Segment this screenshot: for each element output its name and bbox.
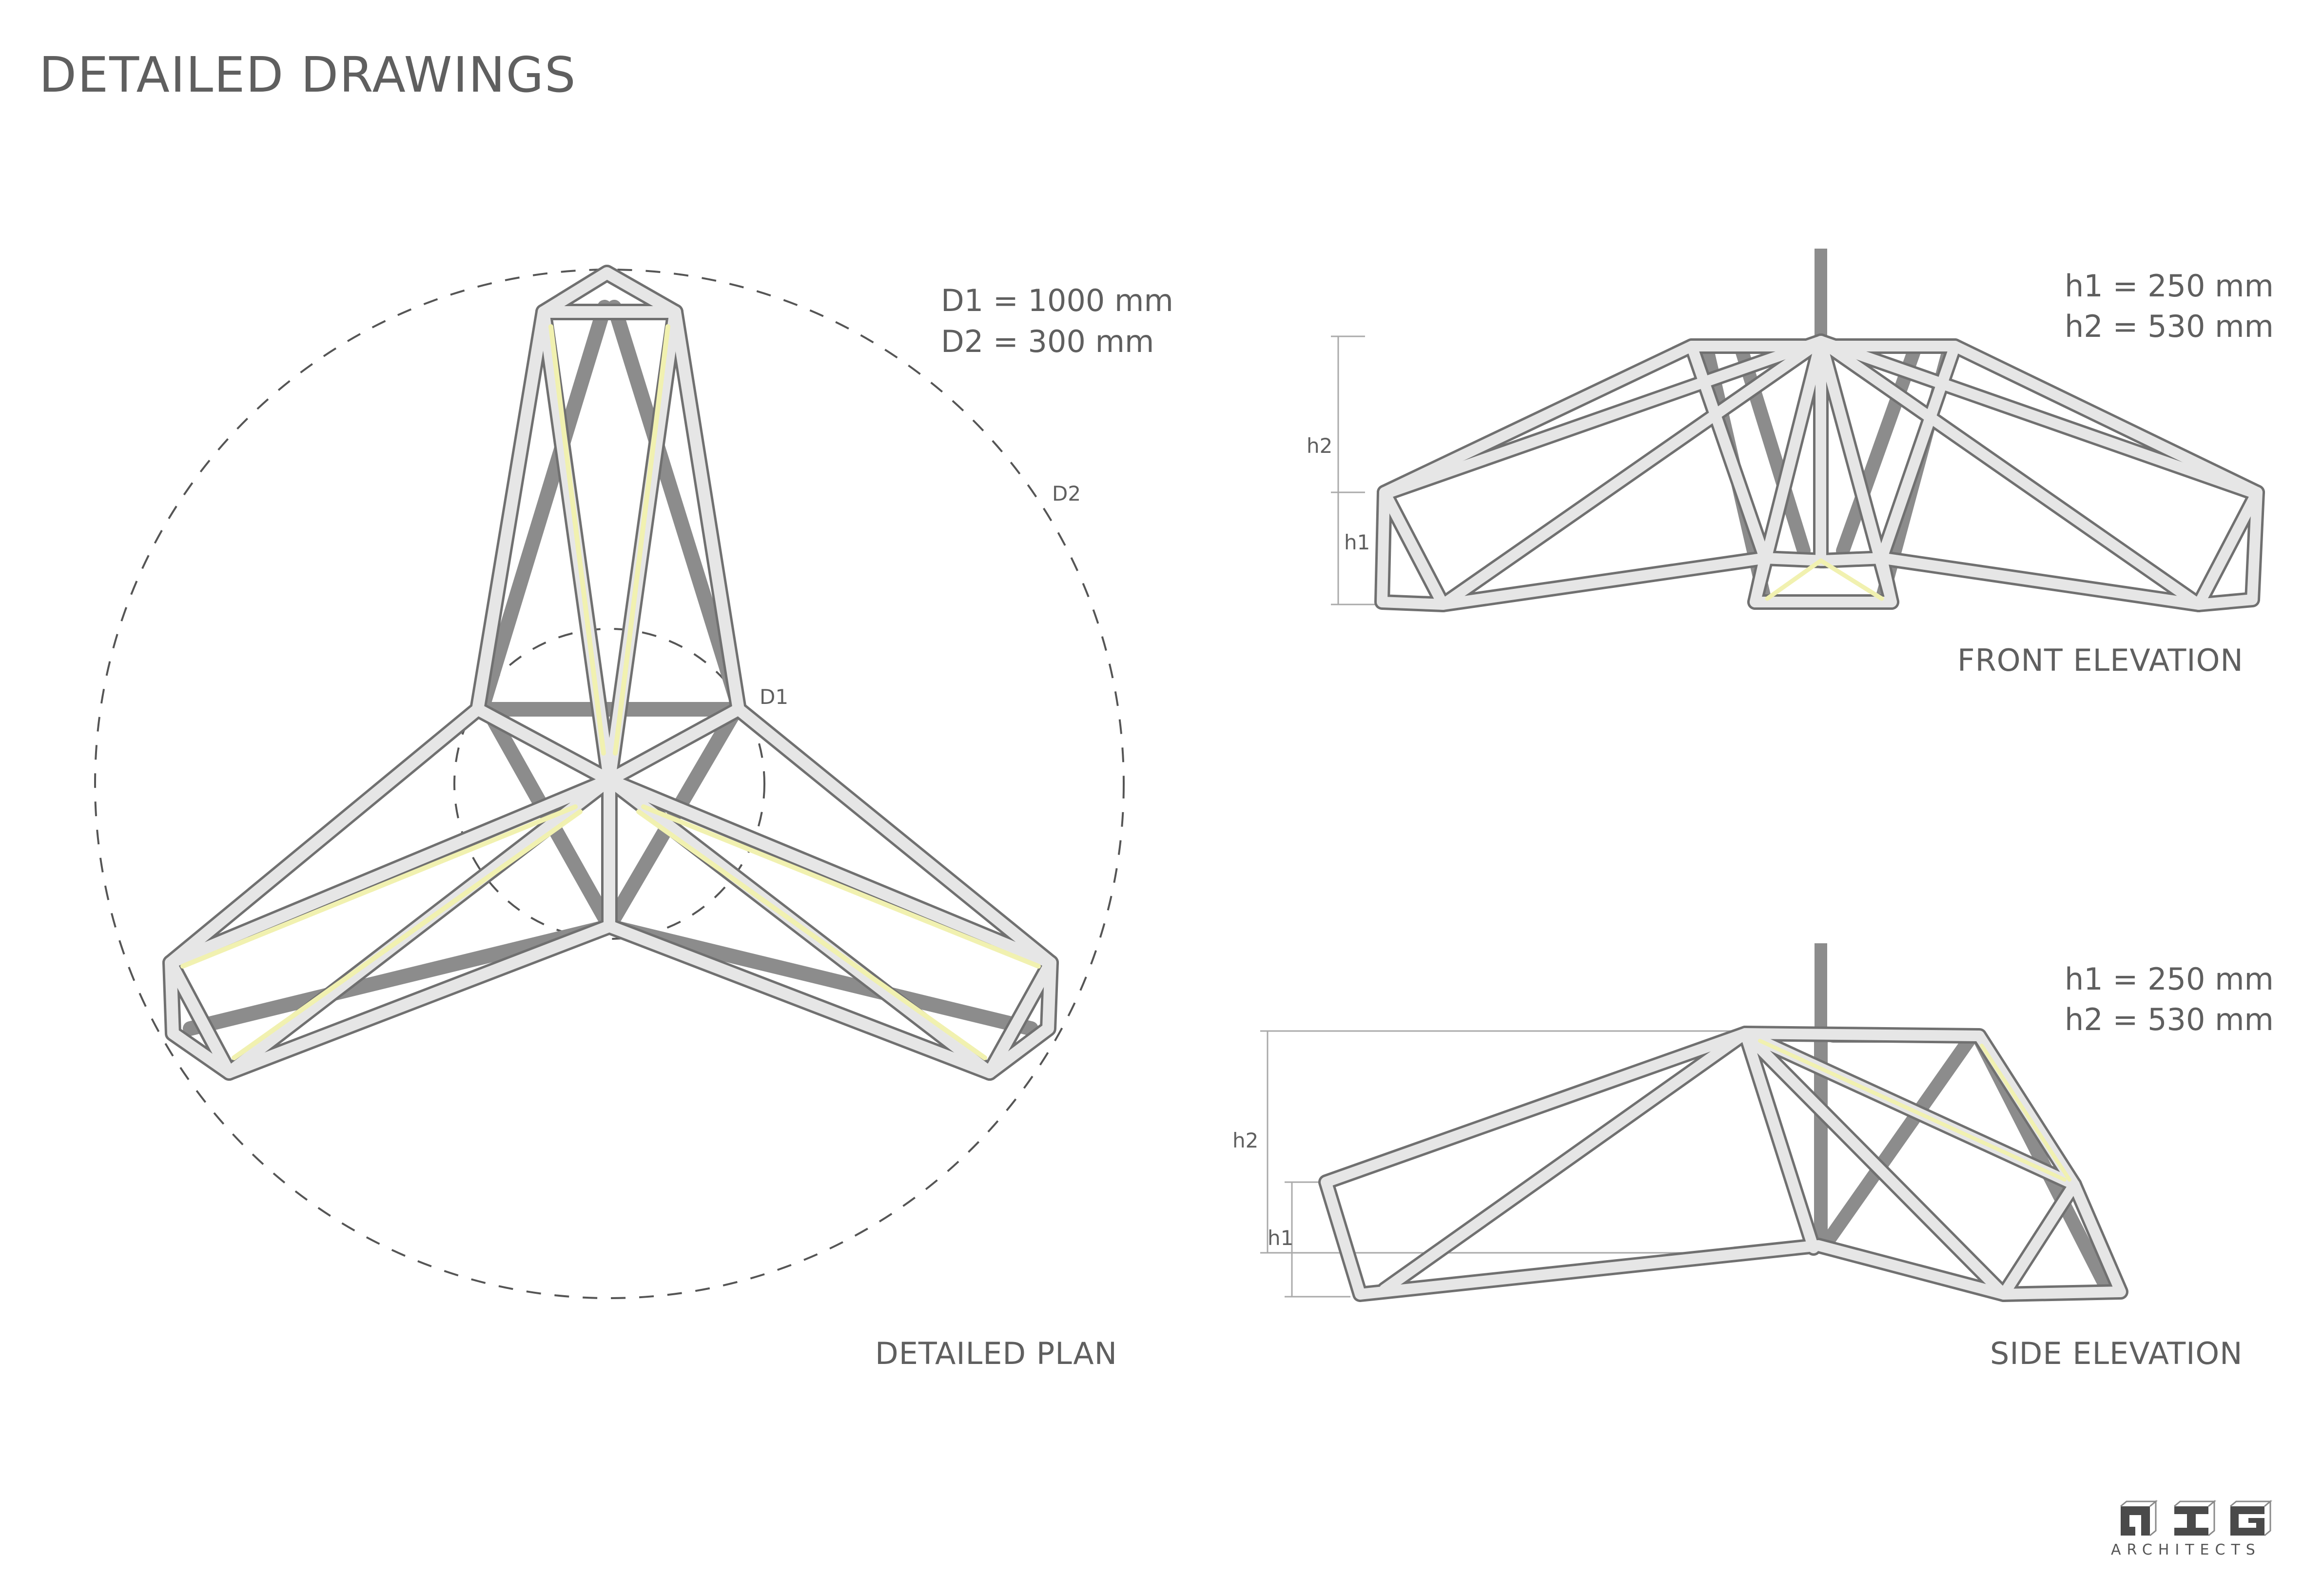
side-dimension-h2: h2 = 530 mm [2065, 1002, 2274, 1037]
front-dimension-h2: h2 = 530 mm [2065, 309, 2274, 344]
plan-back-bars [183, 300, 1038, 1036]
brand-name: ARCHITECTS [2111, 1541, 2261, 1558]
front-led-strip [1765, 558, 1884, 601]
page-title: DETAILED DRAWINGS [39, 46, 577, 103]
front-h1-label: h1 [1344, 530, 1370, 554]
side-hanging-rod [1815, 943, 1827, 1036]
plan-inner-circle-label: D1 [760, 685, 789, 709]
side-view-label: SIDE ELEVATION [1990, 1336, 2243, 1371]
front-dimension-h1: h1 = 250 mm [2065, 268, 2274, 304]
side-h2-label: h2 [1232, 1129, 1259, 1152]
front-view-label: FRONT ELEVATION [1957, 642, 2244, 678]
front-h2-label: h2 [1307, 434, 1333, 458]
plan-circles [94, 269, 1125, 1299]
brand-logo [2120, 1499, 2273, 1537]
side-led-strips [1758, 1039, 2071, 1182]
plan-dimension-d2: D2 = 300 mm [941, 324, 1154, 359]
side-frame [1318, 1026, 2128, 1302]
plan-led-strips [180, 324, 1041, 1060]
front-hanging-rod [1815, 249, 1827, 346]
side-h1-label: h1 [1268, 1226, 1294, 1250]
front-frame [1374, 333, 2265, 612]
side-dimension-h1: h1 = 250 mm [2065, 961, 2274, 997]
inner-circle [453, 628, 765, 940]
front-dimension-lines [1331, 335, 1380, 605]
outer-circle [94, 269, 1125, 1299]
plan-outer-circle-label: D2 [1052, 482, 1081, 506]
plan-dimension-d1: D1 = 1000 mm [941, 283, 1173, 318]
plan-frame [162, 265, 1059, 1081]
plan-view-label: DETAILED PLAN [875, 1336, 1117, 1371]
